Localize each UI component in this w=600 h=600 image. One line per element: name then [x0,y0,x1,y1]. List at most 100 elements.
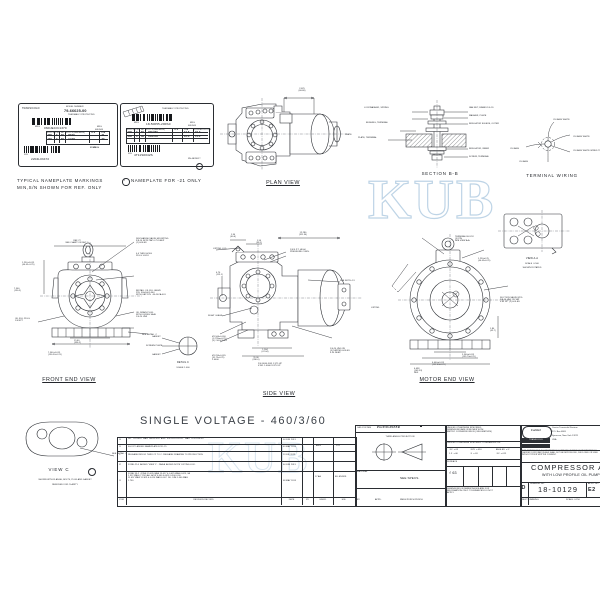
side-dim-150: 1.50 (38.1) [256,240,262,245]
surface-value: √ 63 [449,471,457,475]
nameplate-right-sn-label: S/N [128,153,132,155]
nameplate-left-mfg-code: 06DR44 [95,128,103,131]
front-callout-oil-fill-valve: INSTALL OIL FILL VALVE P/N 3004-001-344 … [136,290,166,297]
nameplate-right-mfg-code-label: MFG [190,121,195,124]
terminal-wiring-drawing [525,121,571,162]
rev-row-0-sym: I3 [119,438,121,441]
nameplate-left-symbol: SYMBOL [90,147,100,149]
motor-callout-dim-1250: 1.250±0.25 (44.45±0.25) [478,258,491,263]
sheet-subtitle: WITH LOW PROFILE OIL PUMP [542,473,600,477]
side-callout-lifting-lug: LIFTING LUG [213,248,227,250]
front-callout-oil-drain-plug: OIL DRAIN PLUG WITH O-RING SEAL 1/4-20 U… [136,312,157,319]
side-callout-lifting: LIFTING [371,307,380,309]
nameplate-right-model-number: 18-50055-20PA0 [146,122,171,126]
nameplate-right-r1c5: 12.6 [184,134,190,138]
cad-system-label: CAD SYSTEM [357,426,372,429]
view-c-balloon-num: 3 [90,469,92,472]
revision-record-footer: REVISION RECORD [193,499,214,501]
nameplate-right-th-0: VOLTS [127,128,134,131]
nameplate-right-rating-table [126,128,210,144]
view-aa-note: SHOWN ROTATED [522,267,542,269]
revision-header-sym: SYM [119,499,124,501]
side-view-drawing [210,236,362,357]
side-callout-tapped-holes: 1/4-20 UNC-2B (3) TAPPED HOLES 0.50 DEEP [330,348,350,355]
side-callout-see-note: SEE NOTE 4.3 [340,280,355,282]
size-code: D [521,485,526,491]
nameplate-left-th-0: VOLTS [47,131,54,134]
nameplate-left-mfg-code-label: MFG [97,125,102,128]
detail-c-drawing [161,336,198,356]
nameplate-left-r0c2: 60 [61,134,65,137]
side-dim-holes-1: Ø1.500±0.010 (1.27Dia±0.25) (3) #10 HOLE… [212,336,227,343]
company-division: Carrier Transicold Division [552,426,578,429]
revision-header-me: M.E. [341,499,347,501]
motor-dim-180: 1.80 (45.7) [490,328,496,333]
nameplate-right-thermally-protected: THERMALLY PROTECTED [162,108,189,110]
motor-end-view-drawing [391,234,512,365]
side-dim-12280: 12.280 (311.94) [299,232,307,237]
nameplate-left-r1c0: 460 [47,138,53,141]
nameplate-caption-right: NAMEPLATE FOR -21 ONLY [131,178,202,183]
section-bb-callout-insulator-sleeve: INSULATOR SLEEVE, OUTER [469,123,499,125]
plan-dim-2625: 2.625 (66.68) [298,88,306,93]
proprietary-note: THIS DRAWING AND ALL INFORMATION CONTAIN… [522,450,598,456]
nameplate-right-th-1: PH [135,128,139,131]
rev-row-0-desc: DR. "5225618" WAS "66025-024" AND "S/N 1… [128,437,205,440]
drawing-number: 18-10129 [538,485,579,494]
nameplate-caption-line1: TYPICAL NAMEPLATE MARKINGS [17,178,103,183]
section-bb-callout-plate-terminal: PLATE, TERMINAL [358,137,377,139]
revision-header-date: DATE [288,499,295,501]
nameplate-right-r1c2: 60 [141,134,145,138]
nameplate-right-balloon-num: 2 [197,164,199,167]
rev-row-4-desc: ZONE 3X-2 ZONE 15.435 WAS 15.417 & 0.625… [128,473,190,482]
nameplate-right-ref-note: SN-4E2801? [188,158,201,160]
side-dim-470: 4.70 (119.1) [216,272,223,277]
nameplate-left-model-number: 79-66625-00 [64,108,87,113]
nameplate-left-r0c1: 3 [56,134,58,137]
rev-row-2-date: 13 JUL 2013 [283,453,296,456]
nameplate-left-brand: TRANSICOLD [22,107,40,110]
tolerance-row-1c: .XX ±.015 [496,453,507,455]
nameplate-left-barcode-value: 06DJECIC1370 [44,125,67,130]
nameplate-right-r1c6: 73.0 [195,134,201,138]
plan-label-plate: PLATE [345,134,352,136]
side-dim-holes-2: Ø1.250±0.015 (31.75±0.25) 2.0000 [212,355,226,362]
front-callout-oil-fill-plug: OIL FILL PLUG 1/4 NPT [15,318,30,323]
nameplate-right-r0c6: 73.0 [195,131,201,134]
motor-end-view-label: MOTOR END VIEW [419,377,475,383]
terminal-wiring-label-2: #16 AWG WHITE W/RED TRACE [573,150,600,152]
front-callout-see-detail-c: SEE DETAIL C [142,334,158,336]
front-dim-1560: 15.60 (396.2) [74,340,81,345]
drawing-scale: SCALE: 0.250 [566,498,580,501]
view-c-note-2: REMOVED FOR CLARITY [52,484,78,486]
rev-row-3-date: 04 JUN 2013 [283,463,296,466]
front-callout-thru-hole: 0.4 THRU HOLE PLUG 1/4-18 [136,253,153,258]
nameplate-left-r1c2: 60 [61,138,65,141]
notes-footer-appd: APPD. [375,499,382,501]
transicold-brand-block [522,438,550,443]
rev-code: E2 [588,487,596,493]
rev-row-3-me: 17 AA [315,476,321,478]
detail-c-screen-plate: SCREEN PLATE [146,345,163,347]
nameplate-left-sn-value: 2204L03472 [31,156,50,161]
front-callout-discharge-valve: DISCHARGE VALVE MOUNTING 3/8-16 NC28 TAP… [136,238,169,245]
nameplate-left-r0c5: 31 [101,134,105,137]
view-aa-label: VIEW A-A [525,257,539,260]
transicold-brand-text: TRANSICOLD [529,439,543,441]
front-dim-7500-tol: 7.500+0.015 (190.50+0.25) [48,352,62,357]
section-bb-callout-bushing: BUSHING, TERMINAL [366,122,388,124]
watermark-kub-main: KUB [367,168,496,231]
rev-row-0-date: 04 JUN 2013 [283,438,296,441]
section-bb-callout-washer-plate: WASHER, PLATE [469,115,487,117]
nameplate-left-r0c3: 28/30 [68,134,75,137]
rev-row-3-sym: I2 [119,463,121,466]
unless-specified-note: UNLESS OTHERWISE SPECIFIED DIMENSIONS AR… [447,426,492,433]
nameplate-caption-line2: MIN,S/N SHOWN FOR REF. ONLY [17,185,102,190]
tolerance-header: UNLESS OTHERWISE SPECIFIED TOLERANCES ON [447,442,501,444]
dwg-number-label: DRAWING NO. [530,483,545,485]
company-block [520,425,600,507]
nameplate-right-balloon [196,163,203,170]
nameplate-caption-balloon [122,178,130,186]
rev-row-0-no: 17R [336,444,340,447]
nameplate-right-r0c2: 60 [141,131,145,134]
